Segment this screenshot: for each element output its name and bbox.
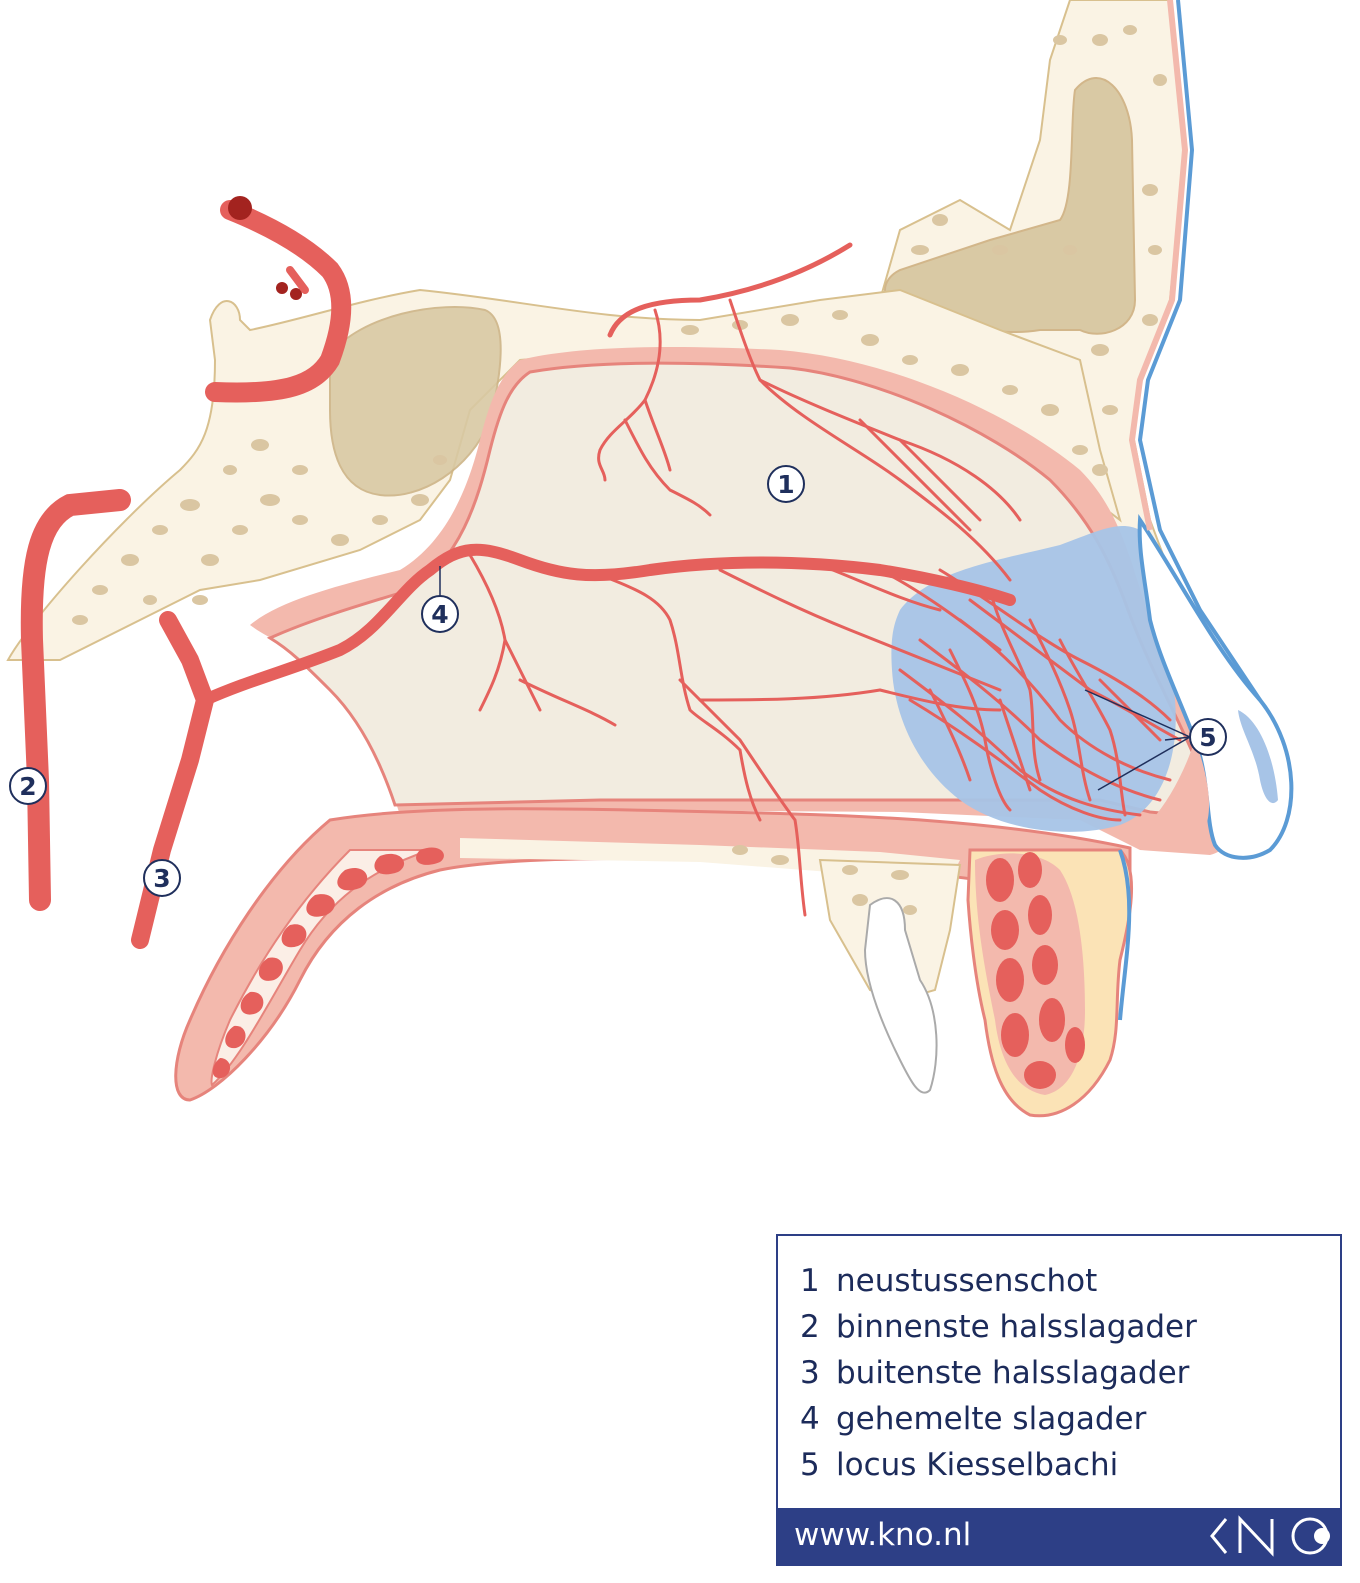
legend-item-label: buitenste halsslagader xyxy=(836,1355,1190,1391)
callout-2: 2 xyxy=(9,767,47,805)
internal-carotid-artery xyxy=(20,489,131,911)
svg-text:1: 1 xyxy=(777,470,794,499)
legend-item-number: 2 xyxy=(800,1309,820,1345)
svg-text:4: 4 xyxy=(431,600,448,629)
kiesselbach-plexus xyxy=(898,568,1182,822)
legend-footer: www.kno.nl xyxy=(778,1508,1340,1564)
legend-item-label: neustussenschot xyxy=(836,1263,1098,1299)
legend-item: 5 locus Kiesselbachi xyxy=(800,1442,1197,1488)
legend-item: 4 gehemelte slagader xyxy=(800,1396,1197,1442)
callout-5: 5 xyxy=(1084,689,1227,791)
legend-item-number: 4 xyxy=(800,1401,820,1437)
legend-item-label: gehemelte slagader xyxy=(836,1401,1147,1437)
legend-item: 3 buitenste halsslagader xyxy=(800,1350,1197,1396)
legend-list: 1 neustussenschot 2 binnenste halsslagader… xyxy=(800,1258,1197,1488)
nose-tip xyxy=(1128,0,1294,860)
legend-item-number: 5 xyxy=(800,1447,820,1483)
website-link[interactable]: www.kno.nl xyxy=(794,1517,972,1553)
callout-3: 3 xyxy=(143,859,181,897)
legend-item-label: binnenste halsslagader xyxy=(836,1309,1197,1345)
callout-4: 4 xyxy=(421,566,459,633)
callout-1: 1 xyxy=(767,465,805,503)
soft-palate-muscle xyxy=(212,847,444,1079)
legend-item: 1 neustussenschot xyxy=(800,1258,1197,1304)
callouts: 1 2 3 4 5 xyxy=(9,465,1227,897)
legend-box: 1 neustussenschot 2 binnenste halsslagader… xyxy=(776,1234,1342,1566)
bone-trabeculae xyxy=(72,25,1167,915)
legend-item: 2 binnenste halsslagader xyxy=(800,1304,1197,1350)
anterior-ethmoid-artery xyxy=(607,242,853,338)
legend-item-number: 3 xyxy=(800,1355,820,1391)
kno-logo-icon xyxy=(1210,1515,1330,1557)
svg-text:2: 2 xyxy=(19,772,36,801)
internal-carotid-upper xyxy=(205,200,352,403)
arteries xyxy=(20,196,1016,949)
svg-text:3: 3 xyxy=(153,864,170,893)
legend-item-label: locus Kiesselbachi xyxy=(836,1447,1119,1483)
upper-lip xyxy=(966,848,1133,1118)
legend-item-number: 1 xyxy=(800,1263,820,1299)
svg-text:5: 5 xyxy=(1199,723,1216,752)
